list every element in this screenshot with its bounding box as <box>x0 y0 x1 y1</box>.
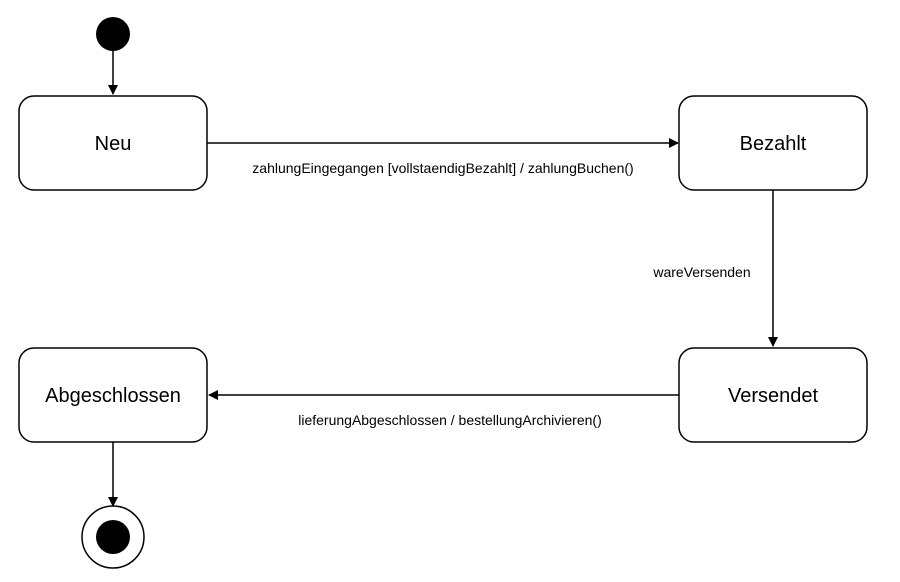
state-neu: Neu <box>18 95 208 191</box>
final-state <box>81 505 145 569</box>
state-abgeschlossen: Abgeschlossen <box>18 347 208 443</box>
state-versendet-label: Versendet <box>728 385 819 407</box>
state-bezahlt-label: Bezahlt <box>740 133 807 155</box>
transition-versendet-to-abgeschlossen-label: lieferungAbgeschlossen / bestellungArchi… <box>298 412 602 428</box>
transition-neu-to-bezahlt-label: zahlungEingegangen [vollstaendigBezahlt]… <box>252 160 633 176</box>
state-abgeschlossen-label: Abgeschlossen <box>45 385 181 407</box>
transition-bezahlt-to-versendet-label: wareVersenden <box>652 264 750 280</box>
state-bezahlt: Bezahlt <box>678 95 868 191</box>
state-versendet: Versendet <box>678 347 868 443</box>
state-neu-label: Neu <box>95 133 132 155</box>
initial-state <box>96 17 130 51</box>
